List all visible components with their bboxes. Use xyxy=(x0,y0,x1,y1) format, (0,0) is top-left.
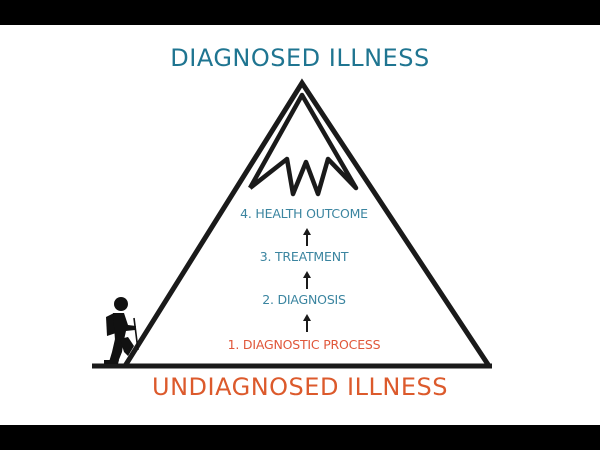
letterbox-top xyxy=(0,0,600,25)
mountain-icon xyxy=(92,78,492,369)
step-diagnostic-process: 1. DIAGNOSTIC PROCESS xyxy=(227,337,381,352)
undiagnosed-illness-title: UNDIAGNOSED ILLNESS xyxy=(152,373,448,401)
step-health-outcome: 4. HEALTH OUTCOME xyxy=(240,206,368,221)
hiker-icon xyxy=(104,297,139,364)
arrow-up-icon xyxy=(303,228,311,332)
snow-cap-icon xyxy=(248,92,359,197)
letterbox-bottom xyxy=(0,425,600,450)
step-diagnosis: 2. DIAGNOSIS xyxy=(262,292,346,307)
step-treatment: 3. TREATMENT xyxy=(259,249,349,264)
diagnosed-illness-title: DIAGNOSED ILLNESS xyxy=(170,44,430,72)
